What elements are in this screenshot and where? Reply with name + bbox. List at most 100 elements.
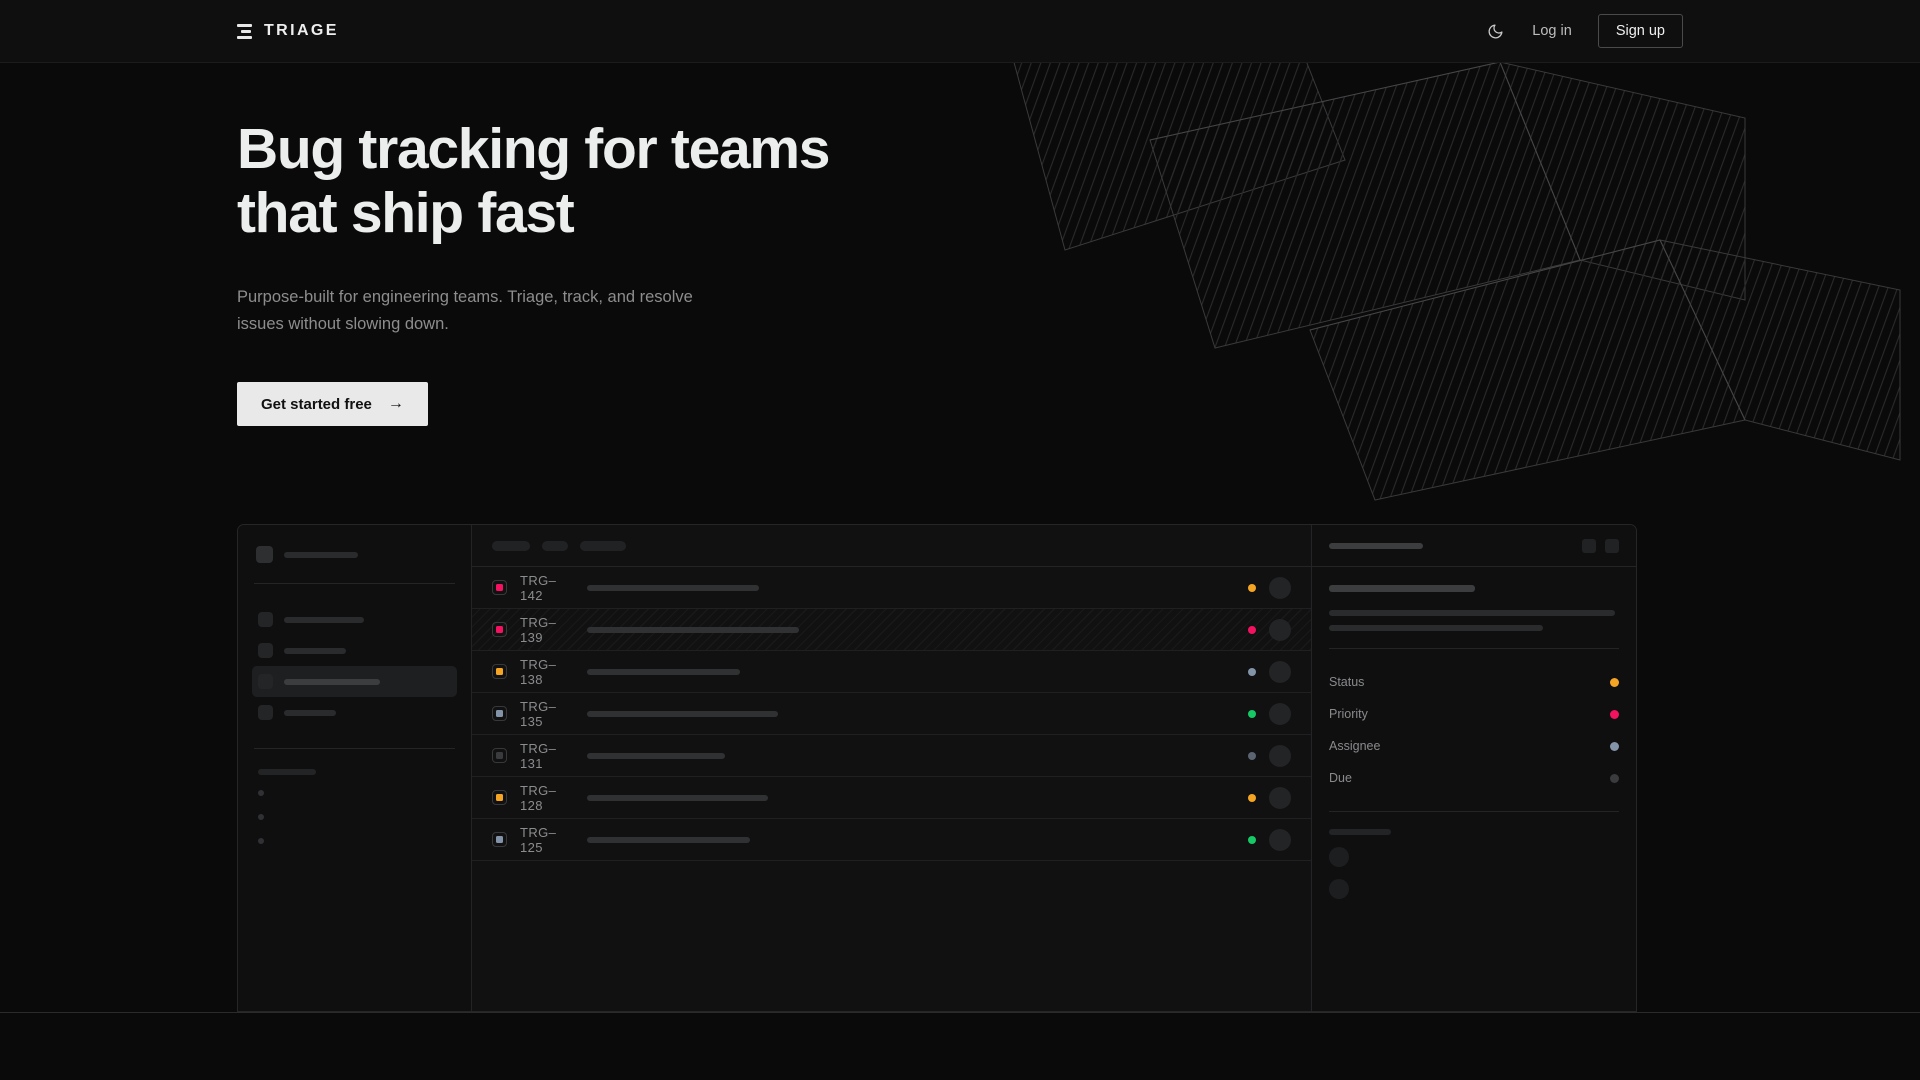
- hero-subheading: Purpose-built for engineering teams. Tri…: [237, 287, 693, 333]
- field-value-dot: [1610, 773, 1619, 783]
- page-title: Bug tracking for teams that ship fast: [237, 117, 831, 246]
- detail-header: [1312, 525, 1636, 567]
- avatar[interactable]: [1269, 660, 1291, 683]
- field-label: Status: [1329, 675, 1365, 689]
- table-row[interactable]: TRG–135: [472, 693, 1311, 735]
- detail-description-placeholder: [1329, 610, 1619, 631]
- bullet-icon: [258, 838, 264, 844]
- priority-indicator-icon: [492, 790, 507, 805]
- detail-action-icon[interactable]: [1605, 538, 1619, 553]
- sidebar-item-label: [284, 678, 380, 685]
- workspace-switcher[interactable]: [252, 542, 457, 563]
- nav-icon: [258, 674, 273, 689]
- detail-field-status[interactable]: Status: [1329, 666, 1619, 698]
- nav-actions: Log in Sign up: [1484, 14, 1683, 48]
- brand-name: TRIAGE: [264, 22, 339, 39]
- avatar[interactable]: [1269, 828, 1291, 851]
- nav-icon: [258, 705, 273, 720]
- avatar[interactable]: [1269, 618, 1291, 641]
- issue-title-placeholder: [587, 710, 778, 717]
- get-started-button[interactable]: Get started free →: [237, 382, 428, 427]
- table-row[interactable]: TRG–128: [472, 777, 1311, 819]
- detail-description-line-0: [1329, 610, 1615, 616]
- sidebar-item-0[interactable]: [252, 604, 457, 635]
- status-badge: [1248, 793, 1256, 802]
- sidebar-divider-top: [254, 583, 455, 584]
- avatar[interactable]: [1269, 702, 1291, 725]
- field-value-dot: [1610, 709, 1619, 719]
- avatar[interactable]: [1269, 576, 1291, 599]
- cta-label: Get started free: [261, 395, 372, 413]
- sidebar-sub-item-0[interactable]: [252, 781, 457, 805]
- field-value-dot: [1610, 677, 1619, 687]
- status-badge: [1248, 709, 1256, 718]
- sidebar-item-3[interactable]: [252, 697, 457, 728]
- bullet-icon: [258, 814, 264, 820]
- sidebar-nav: [252, 604, 457, 728]
- sidebar-item-1[interactable]: [252, 635, 457, 666]
- issue-id: TRG–128: [520, 782, 557, 813]
- field-value-dot: [1610, 741, 1619, 751]
- mockup-sidebar: [238, 525, 472, 1011]
- issue-id: TRG–138: [520, 656, 557, 687]
- table-row[interactable]: TRG–138: [472, 651, 1311, 693]
- filter-chip-2[interactable]: [580, 540, 626, 551]
- issue-id: TRG–125: [520, 824, 557, 855]
- issue-id: TRG–139: [520, 614, 557, 645]
- table-row[interactable]: TRG–142: [472, 567, 1311, 609]
- detail-field-assignee[interactable]: Assignee: [1329, 730, 1619, 762]
- issue-title-placeholder: [587, 752, 725, 759]
- top-navbar: TRIAGE Log in Sign up: [0, 0, 1920, 63]
- issue-id: TRG–131: [520, 740, 557, 771]
- issue-title-placeholder: [587, 668, 740, 675]
- detail-action-icon[interactable]: [1582, 538, 1596, 553]
- sidebar-section-label: [258, 769, 316, 775]
- status-badge: [1248, 625, 1256, 634]
- table-row[interactable]: TRG–125: [472, 819, 1311, 861]
- workspace-avatar-icon: [256, 546, 273, 563]
- filter-chip-0[interactable]: [492, 540, 530, 551]
- comment-avatars: [1329, 847, 1619, 899]
- table-row[interactable]: TRG–131: [472, 735, 1311, 777]
- brand-logo[interactable]: TRIAGE: [237, 22, 339, 40]
- comment-avatar[interactable]: [1329, 879, 1349, 899]
- headline-line-2: that ship fast: [237, 180, 575, 245]
- priority-indicator-icon: [492, 748, 507, 763]
- avatar[interactable]: [1269, 786, 1291, 809]
- sidebar-item-label: [284, 709, 336, 716]
- filter-chip-1[interactable]: [542, 540, 568, 551]
- bullet-icon: [258, 790, 264, 796]
- comment-avatar[interactable]: [1329, 847, 1349, 867]
- signup-button[interactable]: Sign up: [1597, 14, 1683, 48]
- moon-icon[interactable]: [1484, 20, 1506, 42]
- hero-section: Bug tracking for teams that ship fast Pu…: [237, 117, 831, 427]
- detail-field-priority[interactable]: Priority: [1329, 698, 1619, 730]
- priority-indicator-icon: [492, 580, 507, 595]
- issue-id: TRG–142: [520, 572, 557, 603]
- field-label: Priority: [1329, 707, 1368, 721]
- sidebar-sub-item-2[interactable]: [252, 829, 457, 853]
- sidebar-item-2[interactable]: [252, 666, 457, 697]
- nav-icon: [258, 643, 273, 658]
- priority-indicator-icon: [492, 622, 507, 637]
- issue-title-placeholder: [587, 794, 768, 801]
- comments-label-placeholder: [1329, 829, 1391, 835]
- priority-indicator-icon: [492, 664, 507, 679]
- sidebar-divider-bottom: [254, 748, 455, 749]
- detail-field-due[interactable]: Due: [1329, 762, 1619, 794]
- headline-line-1: Bug tracking for teams: [237, 117, 831, 181]
- sidebar-sub-items: [252, 781, 457, 853]
- table-row[interactable]: TRG–139: [472, 609, 1311, 651]
- field-label: Assignee: [1329, 739, 1381, 753]
- avatar[interactable]: [1269, 744, 1291, 767]
- section-divider-rule: [0, 1012, 1920, 1013]
- issue-title-placeholder: [587, 584, 759, 591]
- priority-indicator-icon: [492, 706, 507, 721]
- login-link[interactable]: Log in: [1532, 23, 1572, 39]
- sidebar-sub-item-1[interactable]: [252, 805, 457, 829]
